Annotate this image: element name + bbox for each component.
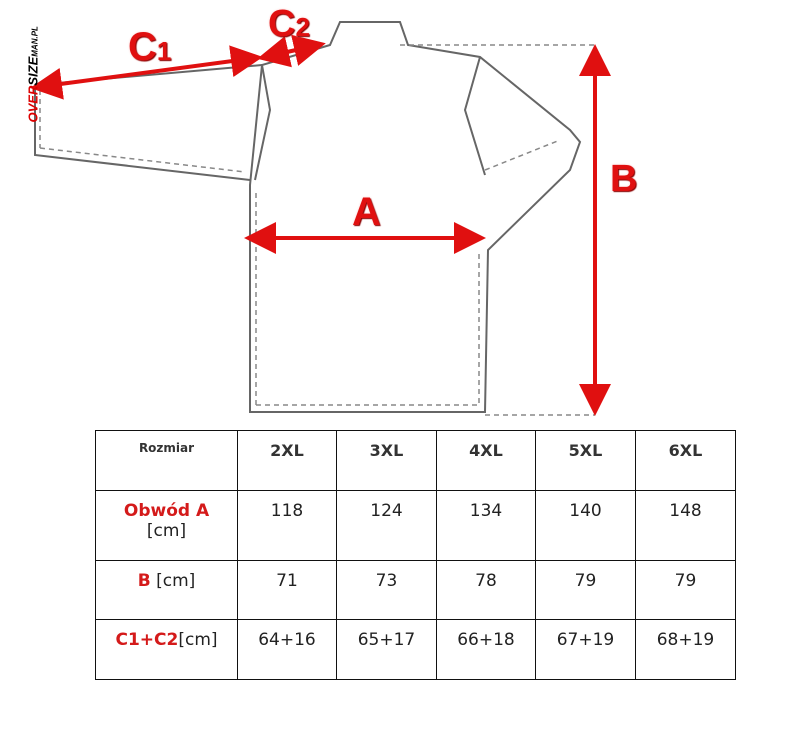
cell: 64+16 (237, 619, 337, 680)
row-label: B [cm] (95, 560, 238, 620)
size-header: 2XL (237, 430, 337, 491)
cell: 73 (336, 560, 437, 620)
table-row: B [cm] 71 73 78 79 79 (95, 560, 736, 620)
size-header: 5XL (535, 430, 636, 491)
cell: 67+19 (535, 619, 636, 680)
label-b: B (610, 158, 638, 200)
row-label: C1+C2[cm] (95, 619, 238, 680)
cell: 148 (635, 490, 736, 561)
label-c1: C1 (128, 25, 172, 69)
table-row: Obwód A[cm] 118 124 134 140 148 (95, 490, 736, 561)
cell: 134 (436, 490, 536, 561)
cell: 78 (436, 560, 536, 620)
oversizeman-logo: OVERSIZEMAN.PL (25, 26, 41, 123)
cell: 68+19 (635, 619, 736, 680)
label-a: A (352, 190, 381, 234)
cell: 79 (635, 560, 736, 620)
size-header: 3XL (336, 430, 437, 491)
cell: 65+17 (336, 619, 437, 680)
size-header: 6XL (635, 430, 736, 491)
size-table: Rozmiar 2XL 3XL 4XL 5XL 6XL Obwód A[cm] … (95, 430, 736, 680)
shirt-diagram (30, 21, 611, 416)
cell: 118 (237, 490, 337, 561)
size-header: 4XL (436, 430, 536, 491)
cell: 71 (237, 560, 337, 620)
table-header-row: Rozmiar 2XL 3XL 4XL 5XL 6XL (95, 430, 736, 491)
cell: 124 (336, 490, 437, 561)
cell: 79 (535, 560, 636, 620)
cell: 140 (535, 490, 636, 561)
corner-cell: Rozmiar (95, 430, 238, 491)
label-c2: C2 (268, 3, 310, 45)
cell: 66+18 (436, 619, 536, 680)
row-label: Obwód A[cm] (95, 490, 238, 561)
table-row: C1+C2[cm] 64+16 65+17 66+18 67+19 68+19 (95, 619, 736, 680)
